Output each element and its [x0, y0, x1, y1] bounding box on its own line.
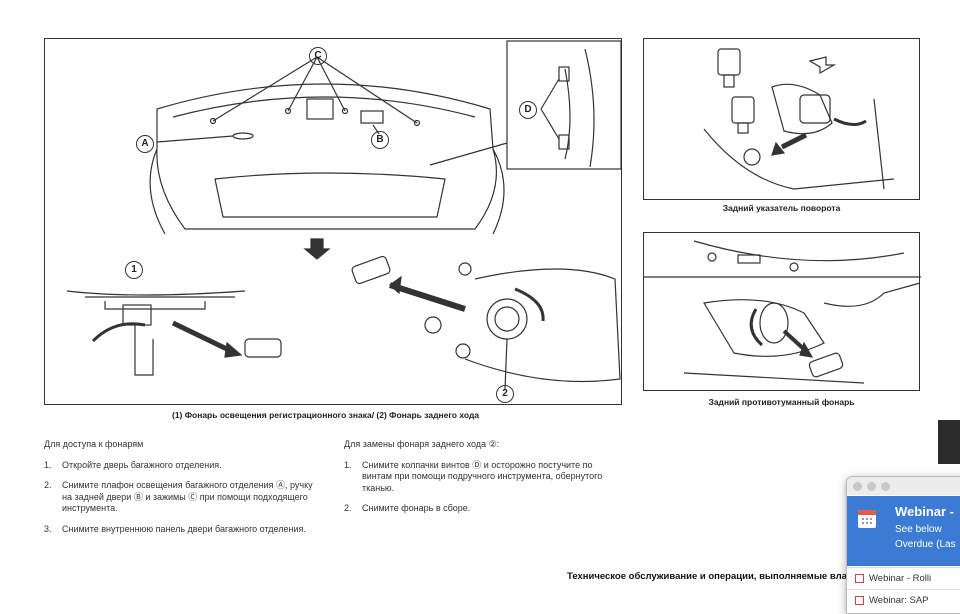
- trunk-illustration: [66, 40, 622, 390]
- close-icon[interactable]: [853, 481, 862, 491]
- list-item: 1.Снимите колпачки винтов Ⓓ и осторожно …: [344, 459, 603, 493]
- notification-list: Webinar - Rolli Webinar: SAP: [847, 567, 960, 611]
- list-item[interactable]: Webinar - Rolli: [847, 567, 960, 589]
- callout-c: C: [309, 47, 327, 65]
- page-footer: Техническое обслуживание и операции, вып…: [567, 571, 859, 582]
- main-figure-caption: (1) Фонарь освещения регистрационного зн…: [172, 410, 480, 420]
- turn-signal-illustration: [703, 48, 895, 190]
- turn-signal-figure: [643, 38, 920, 200]
- main-figure: C A B D 1 2: [44, 38, 622, 405]
- list-item: 3.Снимите внутреннюю панель двери багажн…: [44, 523, 306, 534]
- minimize-icon[interactable]: [867, 481, 876, 491]
- calendar-icon: [858, 510, 876, 528]
- callout-a: A: [136, 135, 154, 153]
- calendar-event-icon: [855, 574, 864, 583]
- notification-titlebar[interactable]: [847, 477, 960, 495]
- turn-signal-caption: Задний указатель поворота: [722, 203, 841, 213]
- callout-1: 1: [125, 261, 143, 279]
- right-column: Для замены фонаря заднего хода ②: 1.Сним…: [344, 439, 624, 524]
- notification-title: Webinar -: [895, 504, 954, 519]
- callout-d: D: [519, 101, 537, 119]
- callout-b: B: [371, 131, 389, 149]
- fog-light-figure: [643, 232, 921, 391]
- section-tab: [938, 420, 960, 464]
- webinar-notification[interactable]: Webinar - See below Overdue (Las Webinar…: [846, 476, 960, 614]
- fog-light-caption: Задний противотуманный фонарь: [708, 397, 855, 407]
- list-item: 1.Откройте дверь багажного отделения.: [44, 459, 222, 470]
- notification-banner[interactable]: Webinar - See below Overdue (Las: [847, 496, 960, 566]
- list-item[interactable]: Webinar: SAP: [847, 589, 960, 611]
- zoom-icon[interactable]: [881, 481, 890, 491]
- notification-status: Overdue (Las: [895, 539, 956, 550]
- callout-2: 2: [496, 385, 514, 403]
- notification-subtitle: See below: [895, 524, 942, 535]
- list-item: 2.Снимите плафон освещения багажного отд…: [44, 480, 313, 513]
- list-item: 2.Снимите фонарь в сборе.: [344, 503, 471, 513]
- left-column: Для доступа к фонарям 1.Откройте дверь б…: [44, 439, 324, 544]
- left-column-heading: Для доступа к фонарям: [44, 439, 144, 449]
- right-column-heading: Для замены фонаря заднего хода ②:: [344, 439, 500, 449]
- fog-light-illustration: [644, 240, 921, 384]
